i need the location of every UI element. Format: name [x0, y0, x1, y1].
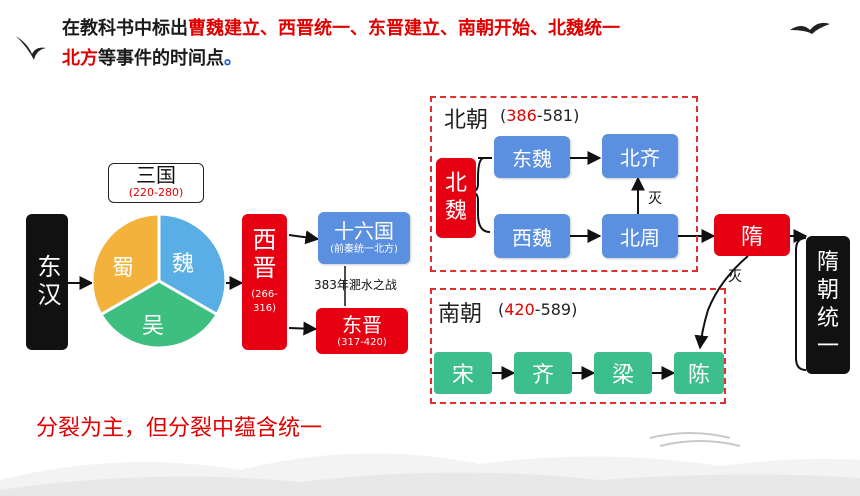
beichao-range: (386-581): [500, 106, 580, 125]
node-shiliuguo: 十六国 (前秦统一北方): [318, 212, 410, 264]
battle-note: 383年淝水之战: [314, 278, 397, 292]
shu-label: 蜀: [112, 256, 135, 281]
node-xijin: 西晋 (266-316): [242, 214, 287, 350]
nanchao-range: (420-589): [498, 300, 578, 319]
ink-mountain-decoration: [0, 432, 860, 496]
bird-icon-right: [790, 22, 830, 34]
sanguo-pie: [92, 214, 226, 348]
instruction-text: 在教科书中标出曹魏建立、西晋统一、东晋建立、南朝开始、北魏统一 北方等事件的时间…: [62, 18, 620, 69]
beichao-group: [430, 96, 698, 272]
wei-label: 魏: [172, 252, 195, 277]
node-donghan: 东汉: [26, 214, 68, 350]
sanguo-label: 三国 (220-280): [108, 163, 204, 203]
node-dongjin: 东晋 (317-420): [316, 308, 408, 354]
node-beiwei: 北魏: [436, 158, 476, 238]
node-liang: 梁: [594, 352, 652, 394]
node-xiwei: 西魏: [494, 214, 570, 258]
node-qi: 齐: [514, 352, 572, 394]
beichao-label: 北朝: [444, 108, 489, 133]
node-suichao-tongyi: 隋朝统一: [806, 236, 850, 374]
conclusion-text: 分裂为主，但分裂中蕴含统一: [36, 416, 323, 441]
node-beiqi: 北齐: [602, 134, 678, 178]
nanchao-label: 南朝: [438, 302, 483, 327]
bird-icon-left: [16, 36, 46, 60]
nanchao-group: [430, 288, 726, 404]
wu-label: 吴: [142, 314, 165, 339]
node-chen: 陈: [674, 352, 724, 394]
node-song: 宋: [434, 352, 492, 394]
node-dongwei: 东魏: [494, 136, 570, 178]
node-beizhou: 北周: [602, 214, 678, 258]
mie-label-2: 灭: [728, 269, 742, 285]
mie-label-1: 灭: [648, 191, 662, 207]
node-sui: 隋: [714, 214, 790, 256]
